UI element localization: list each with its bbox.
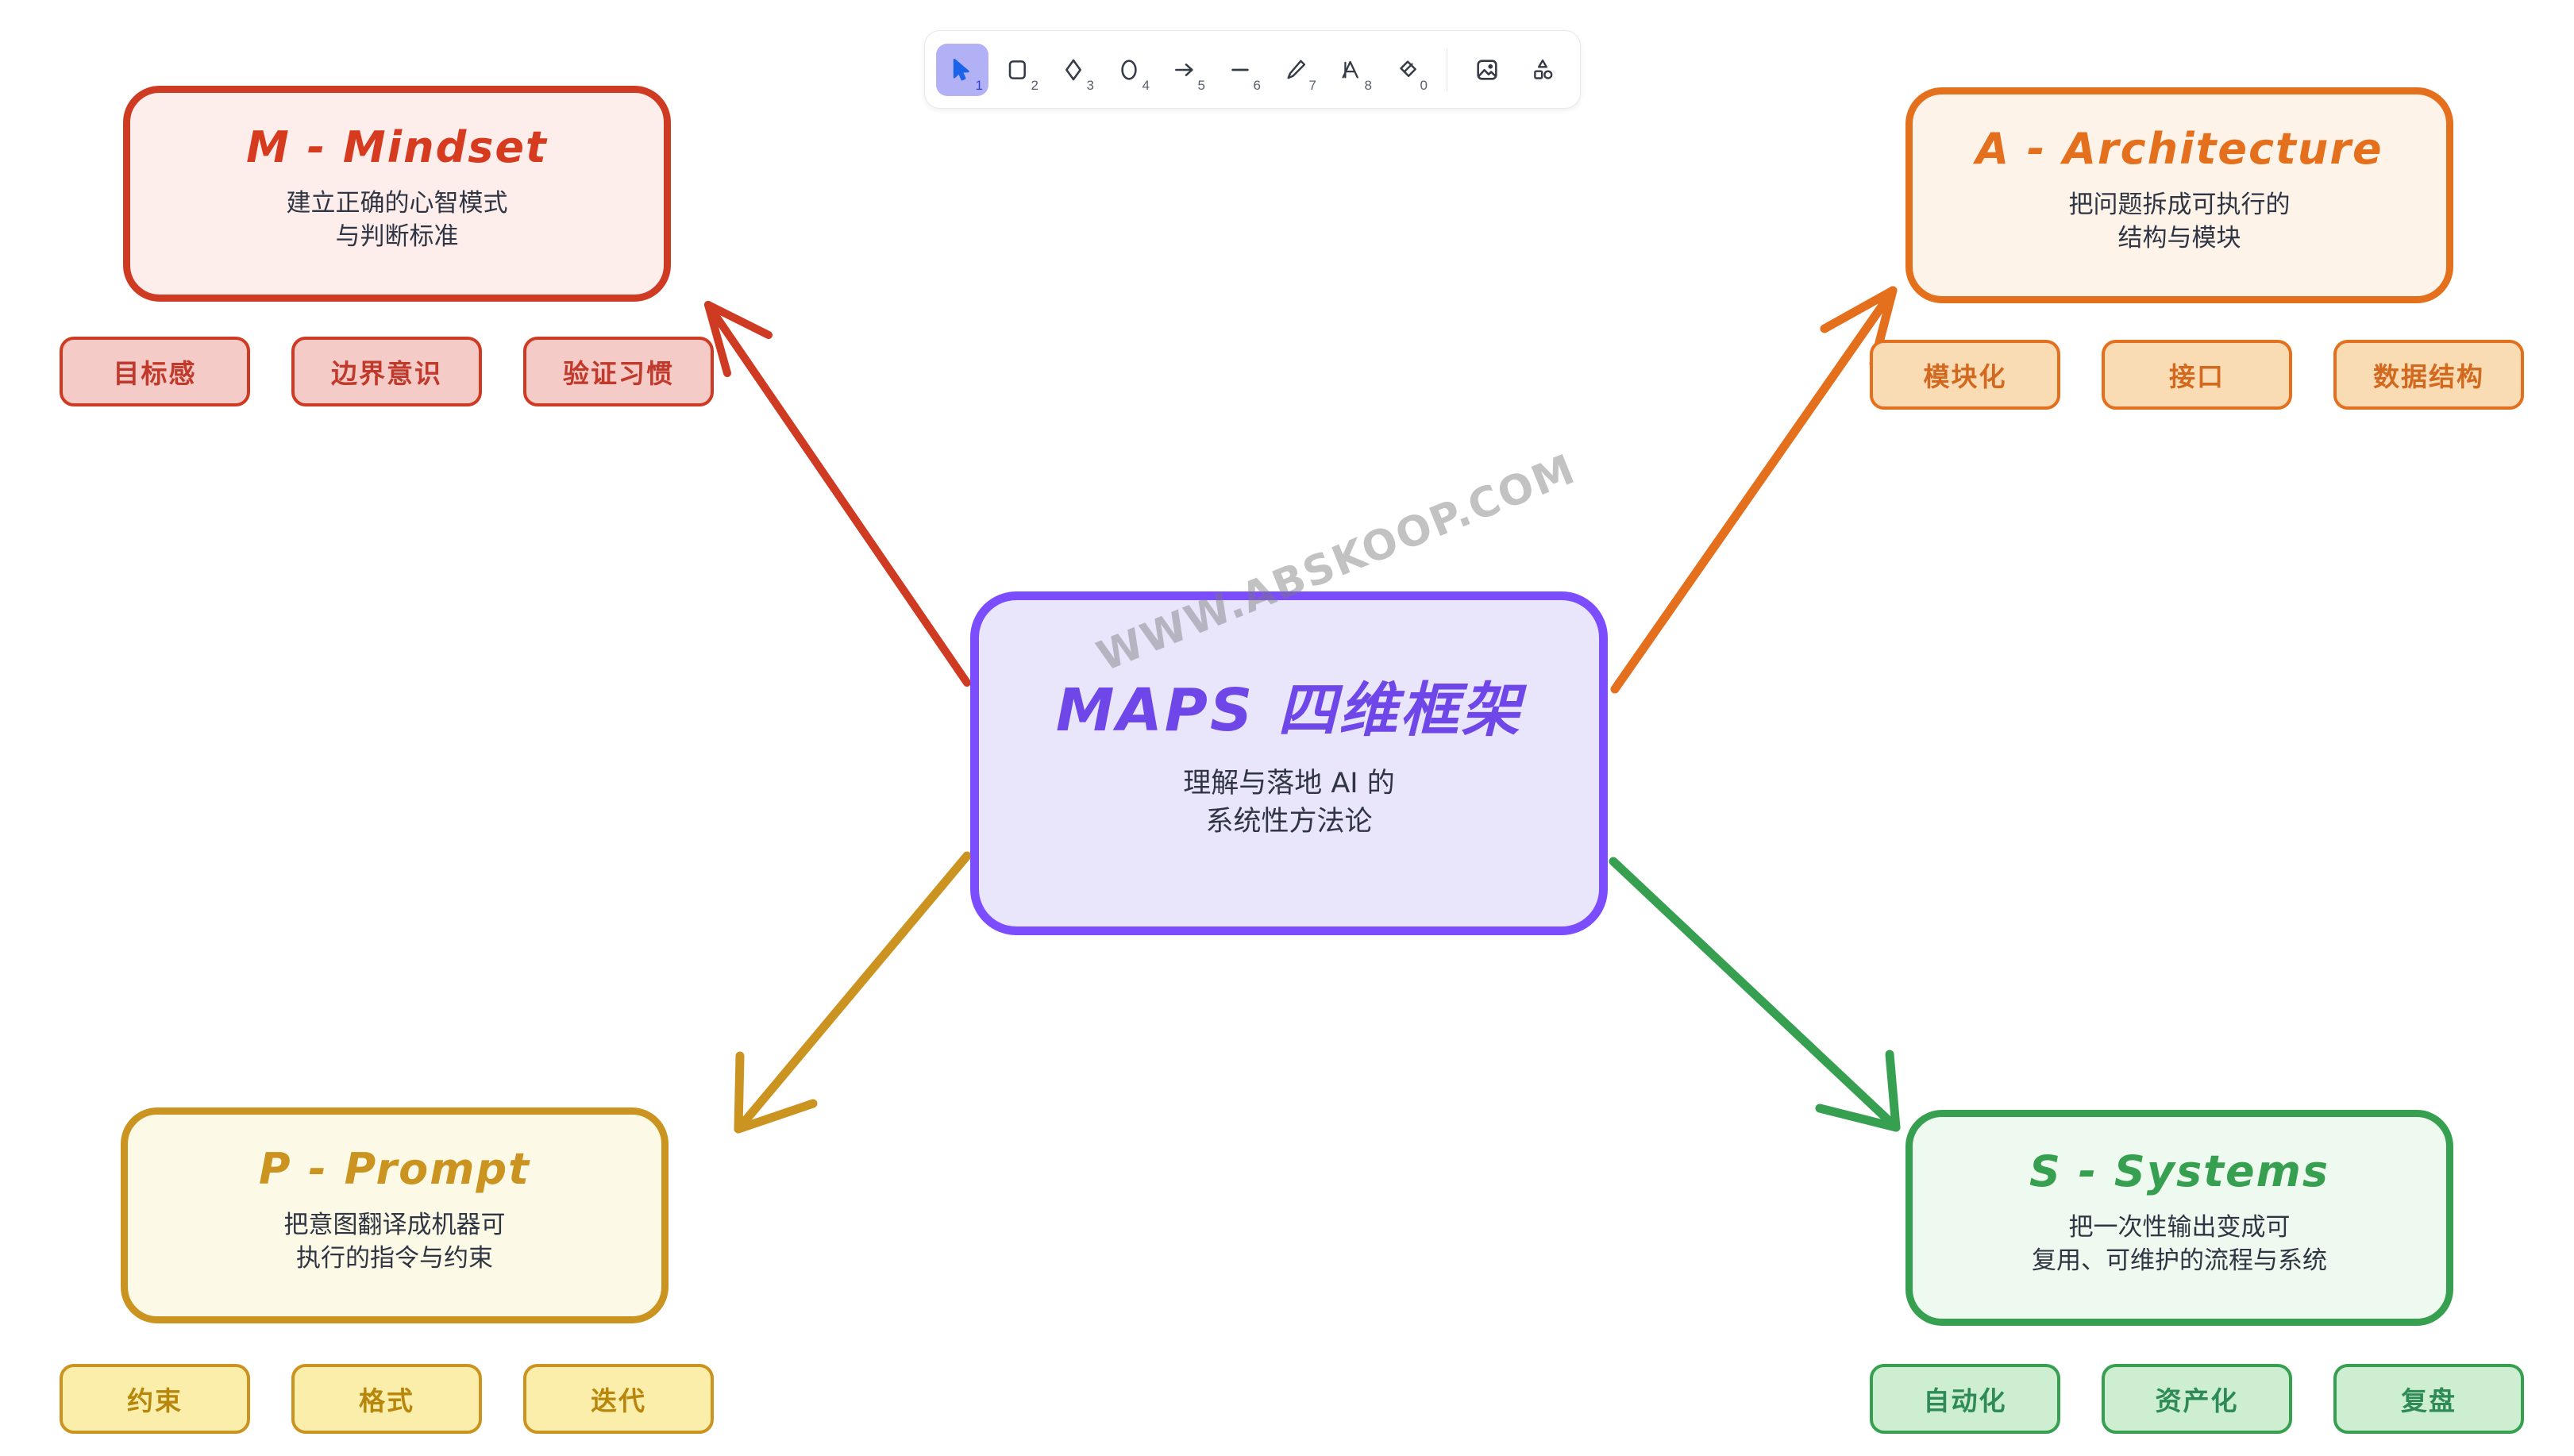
tag-item[interactable]: 接口 [2102, 340, 2292, 410]
node-mindset[interactable]: M - Mindset 建立正确的心智模式 与判断标准 [123, 86, 671, 302]
node-prompt-desc-line-2: 执行的指令与约束 [296, 1244, 493, 1273]
tag-row-mindset: 目标感 边界意识 验证习惯 [60, 337, 714, 406]
node-prompt-title: P - Prompt [259, 1143, 530, 1194]
node-architecture-title: A - Architecture [1975, 123, 2383, 174]
eraser-tool[interactable]: 0 [1381, 44, 1433, 96]
connector-center-to-prompt[interactable] [734, 851, 972, 1134]
node-systems-title: S - Systems [2029, 1146, 2329, 1196]
tag-item[interactable]: 模块化 [1870, 340, 2060, 410]
line-tool-shortcut: 6 [1253, 77, 1261, 93]
node-systems-desc-line-2: 复用、可维护的流程与系统 [2032, 1246, 2327, 1276]
arrow-tool[interactable]: 5 [1158, 44, 1211, 96]
text-tool[interactable]: 8 [1325, 44, 1378, 96]
node-center-maps[interactable]: MAPS 四维框架 理解与落地 AI 的 系统性方法论 [970, 591, 1608, 935]
tag-item[interactable]: 目标感 [60, 337, 250, 406]
selection-tool-shortcut: 1 [975, 77, 983, 93]
center-node-desc-line-2: 系统性方法论 [1205, 806, 1373, 838]
rectangle-tool-shortcut: 2 [1031, 77, 1038, 93]
tag-item[interactable]: 数据结构 [2333, 340, 2524, 410]
arrow-tool-shortcut: 5 [1197, 77, 1205, 93]
image-tool[interactable] [1461, 44, 1513, 96]
text-tool-shortcut: 8 [1364, 77, 1372, 93]
node-prompt-desc-line-1: 把意图翻译成机器可 [283, 1210, 506, 1239]
tag-row-prompt: 约束 格式 迭代 [60, 1364, 714, 1434]
diamond-tool[interactable]: 3 [1047, 44, 1100, 96]
connector-center-to-systems[interactable] [1609, 857, 1901, 1132]
tag-item[interactable]: 资产化 [2102, 1364, 2292, 1434]
node-prompt[interactable]: P - Prompt 把意图翻译成机器可 执行的指令与约束 [121, 1107, 669, 1323]
node-mindset-desc-line-2: 与判断标准 [335, 222, 459, 252]
library-tool[interactable] [1516, 44, 1569, 96]
node-architecture-desc-line-1: 把问题拆成可执行的 [2068, 190, 2291, 219]
node-systems-desc-line-1: 把一次性输出变成可 [2068, 1212, 2291, 1242]
center-node-title: MAPS 四维框架 [1055, 676, 1523, 745]
tag-item[interactable]: 自动化 [1870, 1364, 2060, 1434]
connector-center-to-mindset[interactable] [704, 301, 971, 687]
tag-item[interactable]: 格式 [291, 1364, 482, 1434]
draw-tool[interactable]: 7 [1270, 44, 1322, 96]
tag-item[interactable]: 边界意识 [291, 337, 482, 406]
line-tool[interactable]: 6 [1214, 44, 1266, 96]
diamond-tool-shortcut: 3 [1086, 77, 1094, 93]
draw-tool-shortcut: 7 [1308, 77, 1316, 93]
center-node-description: 理解与落地 AI 的 系统性方法论 [1183, 765, 1395, 842]
selection-tool[interactable]: 1 [936, 43, 988, 96]
tag-item[interactable]: 验证习惯 [523, 337, 714, 406]
node-architecture-desc-line-2: 结构与模块 [2117, 224, 2241, 253]
node-systems[interactable]: S - Systems 把一次性输出变成可 复用、可维护的流程与系统 [1905, 1110, 2453, 1326]
tag-row-architecture: 模块化 接口 数据结构 [1870, 340, 2524, 410]
connector-center-to-architecture[interactable] [1610, 286, 1898, 694]
tag-item[interactable]: 迭代 [523, 1364, 714, 1434]
tag-item[interactable]: 复盘 [2333, 1364, 2524, 1434]
tag-row-systems: 自动化 资产化 复盘 [1870, 1364, 2524, 1434]
rectangle-tool[interactable]: 2 [992, 44, 1044, 96]
node-mindset-title: M - Mindset [246, 121, 548, 172]
node-architecture-description: 把问题拆成可执行的 结构与模块 [2069, 188, 2291, 256]
tag-item[interactable]: 约束 [60, 1364, 250, 1434]
node-prompt-description: 把意图翻译成机器可 执行的指令与约束 [284, 1208, 506, 1277]
center-node-desc-line-1: 理解与落地 AI 的 [1183, 768, 1395, 800]
node-architecture[interactable]: A - Architecture 把问题拆成可执行的 结构与模块 [1905, 87, 2453, 303]
toolbar[interactable]: 1 2 3 4 5 [924, 30, 1581, 109]
node-mindset-description: 建立正确的心智模式 与判断标准 [287, 187, 508, 255]
node-systems-description: 把一次性输出变成可 复用、可维护的流程与系统 [2032, 1211, 2327, 1279]
ellipse-tool[interactable]: 4 [1103, 44, 1155, 96]
ellipse-tool-shortcut: 4 [1142, 77, 1150, 93]
node-mindset-desc-line-1: 建立正确的心智模式 [286, 188, 508, 218]
eraser-tool-shortcut: 0 [1420, 77, 1428, 93]
